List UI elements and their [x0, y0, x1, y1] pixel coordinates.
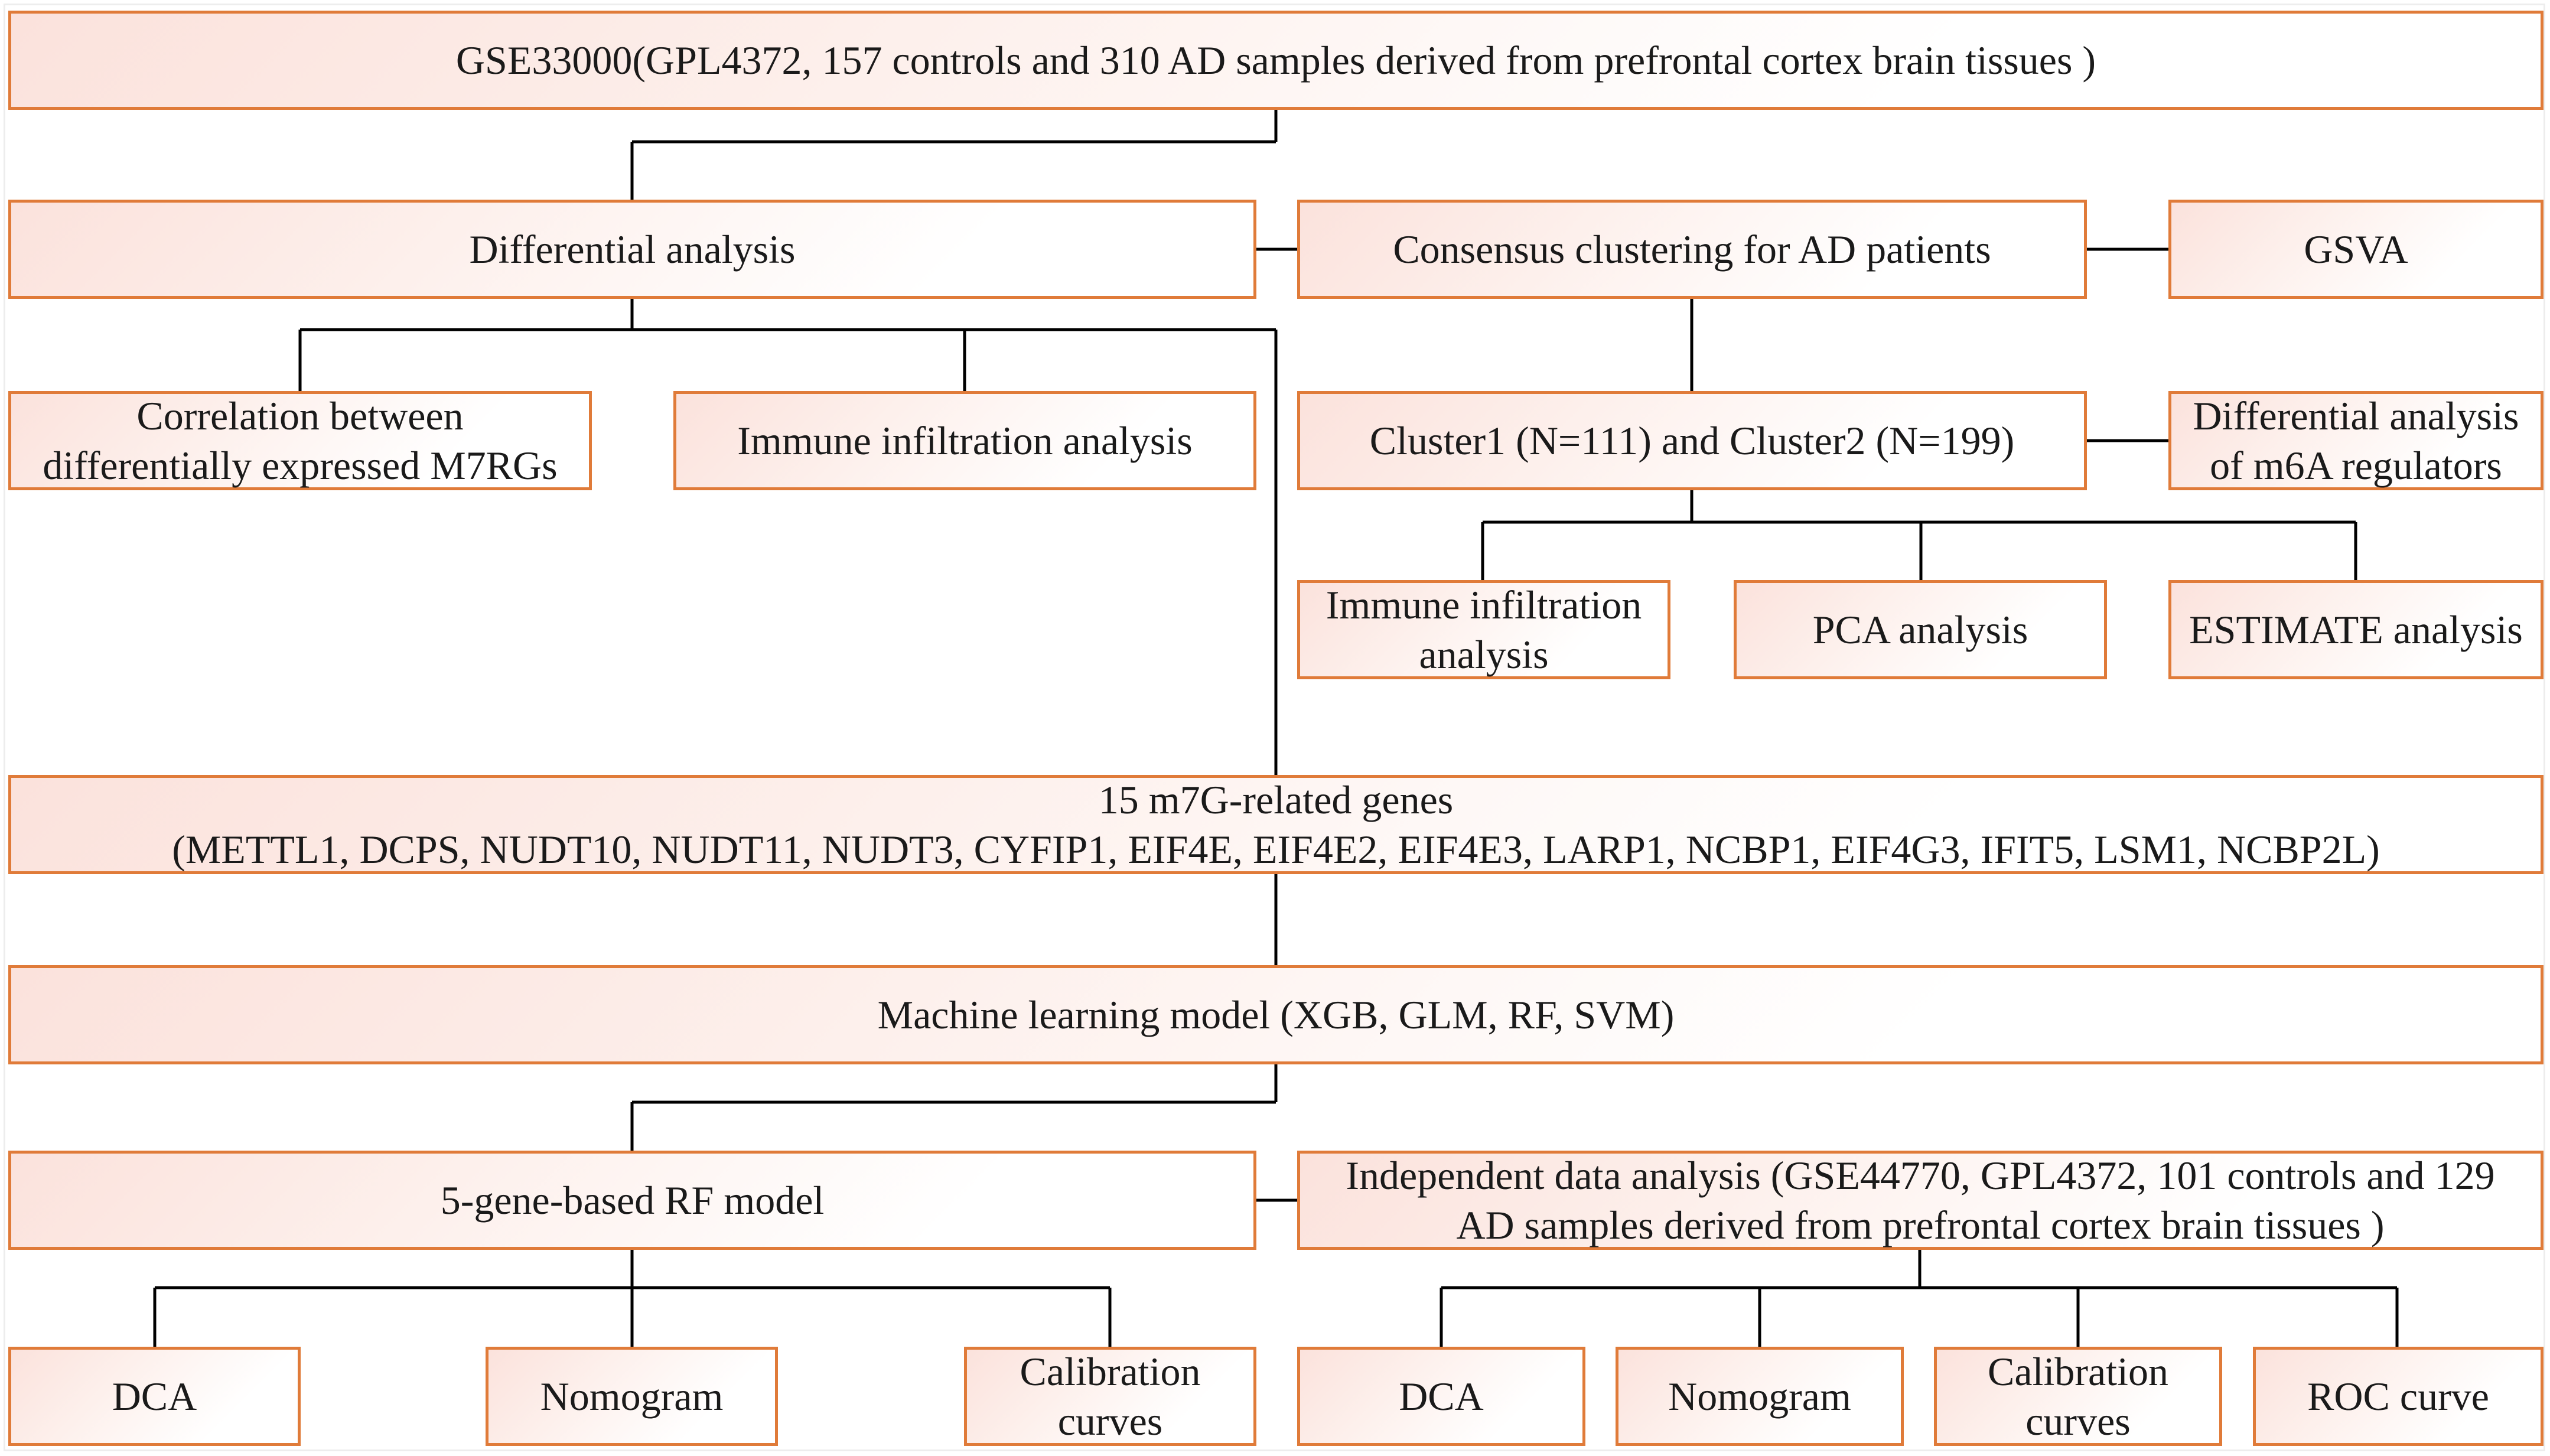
calibration-right-box: Calibration curves [1934, 1347, 2222, 1446]
gsva-box: GSVA [2168, 200, 2544, 299]
calibration-left-box: Calibration curves [964, 1347, 1256, 1446]
calibration-left-label: Calibration curves [1020, 1349, 1201, 1444]
clusters-label: Cluster1 (N=111) and Cluster2 (N=199) [1369, 418, 2015, 463]
rf-model-box: 5-gene-based RF model [8, 1151, 1256, 1250]
nomogram-right-box: Nomogram [1616, 1347, 1904, 1446]
nomogram-left-label: Nomogram [540, 1374, 724, 1419]
diff-m6a-label: Differential analysis of m6A regulators [2193, 393, 2519, 488]
pca-label: PCA analysis [1812, 607, 2028, 652]
gse33000-label: GSE33000(GPL4372, 157 controls and 310 A… [455, 38, 2096, 83]
correlation-box: Correlation between differentially expre… [8, 391, 592, 490]
dca-left-label: DCA [112, 1374, 197, 1419]
diff-m6a-box: Differential analysis of m6A regulators [2168, 391, 2544, 490]
nomogram-left-box: Nomogram [486, 1347, 778, 1446]
dca-right-label: DCA [1399, 1374, 1484, 1419]
immune-infiltration-right-box: Immune infiltration analysis [1297, 580, 1670, 679]
ml-model-label: Machine learning model (XGB, GLM, RF, SV… [877, 992, 1675, 1037]
diagram-frame [4, 4, 2545, 1451]
pca-box: PCA analysis [1734, 580, 2107, 679]
differential-analysis-label: Differential analysis [469, 227, 796, 272]
differential-analysis-box: Differential analysis [8, 200, 1256, 299]
estimate-label: ESTIMATE analysis [2189, 607, 2523, 652]
gse33000-box: GSE33000(GPL4372, 157 controls and 310 A… [8, 11, 2544, 110]
correlation-label: Correlation between differentially expre… [43, 393, 558, 488]
rf-model-label: 5-gene-based RF model [440, 1178, 825, 1223]
nomogram-right-label: Nomogram [1668, 1374, 1851, 1419]
consensus-clustering-box: Consensus clustering for AD patients [1297, 200, 2087, 299]
m7g-genes-title: 15 m7G-related genes [1098, 777, 1454, 822]
consensus-clustering-label: Consensus clustering for AD patients [1393, 227, 1991, 272]
immune-infiltration-left-label: Immune infiltration analysis [737, 418, 1193, 463]
dca-right-box: DCA [1297, 1347, 1585, 1446]
roc-curve-label: ROC curve [2307, 1374, 2489, 1419]
dca-left-box: DCA [8, 1347, 301, 1446]
m7g-genes-list: (METTL1, DCPS, NUDT10, NUDT11, NUDT3, CY… [172, 827, 2380, 872]
ml-model-box: Machine learning model (XGB, GLM, RF, SV… [8, 965, 2544, 1064]
calibration-right-label: Calibration curves [1988, 1349, 2168, 1444]
immune-infiltration-right-label: Immune infiltration analysis [1326, 582, 1642, 677]
roc-curve-box: ROC curve [2253, 1347, 2544, 1446]
immune-infiltration-left-box: Immune infiltration analysis [673, 391, 1256, 490]
independent-analysis-box: Independent data analysis (GSE44770, GPL… [1297, 1151, 2544, 1250]
gsva-label: GSVA [2304, 227, 2408, 272]
independent-analysis-label: Independent data analysis (GSE44770, GPL… [1346, 1153, 2495, 1247]
estimate-box: ESTIMATE analysis [2168, 580, 2544, 679]
m7g-genes-box: 15 m7G-related genes (METTL1, DCPS, NUDT… [8, 775, 2544, 874]
clusters-box: Cluster1 (N=111) and Cluster2 (N=199) [1297, 391, 2087, 490]
